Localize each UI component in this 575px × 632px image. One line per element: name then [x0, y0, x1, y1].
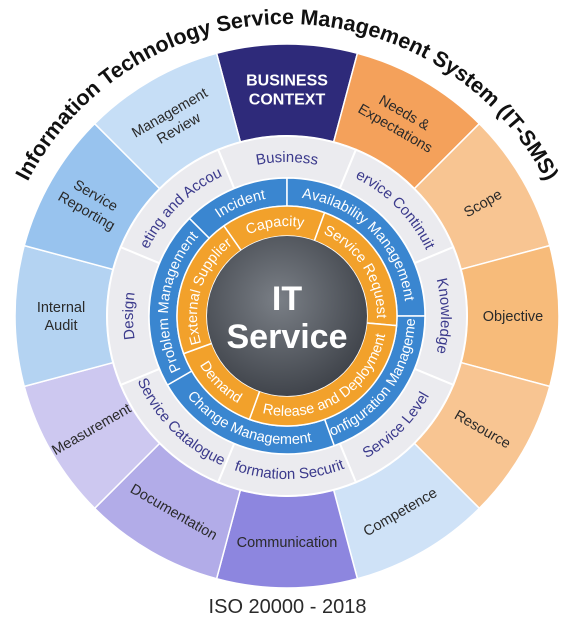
- outer-label-communication: Communication: [237, 535, 338, 551]
- outer-label-objective: Objective: [483, 309, 543, 325]
- center-title-line2: Service: [227, 318, 348, 356]
- outer-segment-internal-audit: [14, 244, 115, 388]
- gray-label-business: Business: [255, 149, 320, 169]
- gray-label-design: Design: [120, 291, 139, 341]
- center-title-line1: IT: [272, 280, 302, 318]
- standard-label: ISO 20000 - 2018: [208, 596, 367, 618]
- center-circle: [207, 236, 367, 396]
